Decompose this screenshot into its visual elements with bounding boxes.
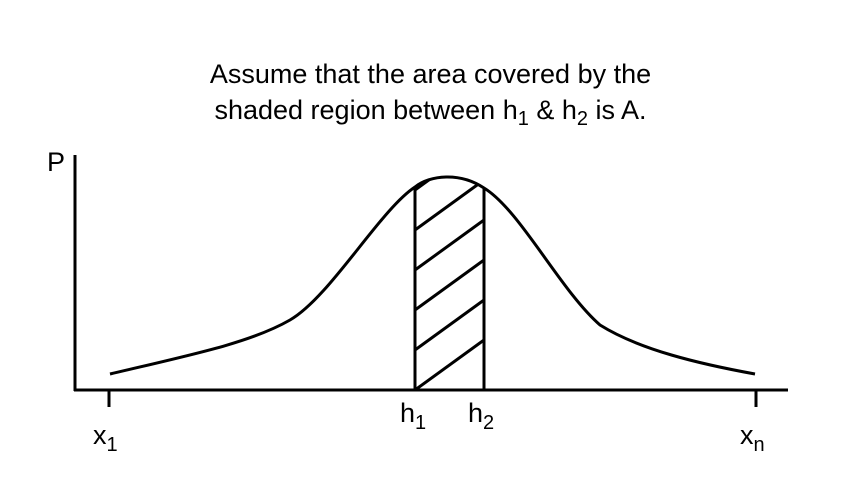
caption-line-2-prefix: shaded region between h bbox=[214, 95, 518, 125]
h2-label: h2 bbox=[468, 398, 494, 433]
caption-line-2-suffix: is A. bbox=[588, 95, 647, 125]
h1-label-sub: 1 bbox=[415, 412, 427, 434]
h1-label: h1 bbox=[400, 398, 426, 433]
caption-line-2-mid: & h bbox=[528, 95, 577, 125]
caption-line-1: Assume that the area covered by the bbox=[209, 59, 652, 89]
h2-label-base: h bbox=[468, 398, 484, 428]
xn-label: xn bbox=[740, 420, 765, 455]
xn-label-sub: n bbox=[753, 434, 765, 456]
x1-label-base: x bbox=[93, 420, 107, 450]
caption-line-2: shaded region between h1 & h2 is A. bbox=[0, 92, 861, 130]
x1-label-sub: 1 bbox=[106, 434, 118, 456]
h1-label-base: h bbox=[400, 398, 416, 428]
distribution-curve bbox=[109, 175, 756, 376]
x1-label: x1 bbox=[93, 420, 118, 455]
caption-sub-2: 2 bbox=[576, 108, 588, 130]
xn-label-base: x bbox=[740, 420, 754, 450]
diagram-caption: Assume that the area covered by the shad… bbox=[0, 56, 861, 130]
h2-label-sub: 2 bbox=[483, 412, 495, 434]
caption-sub-1: 1 bbox=[517, 108, 529, 130]
y-axis-label: P bbox=[47, 147, 66, 177]
